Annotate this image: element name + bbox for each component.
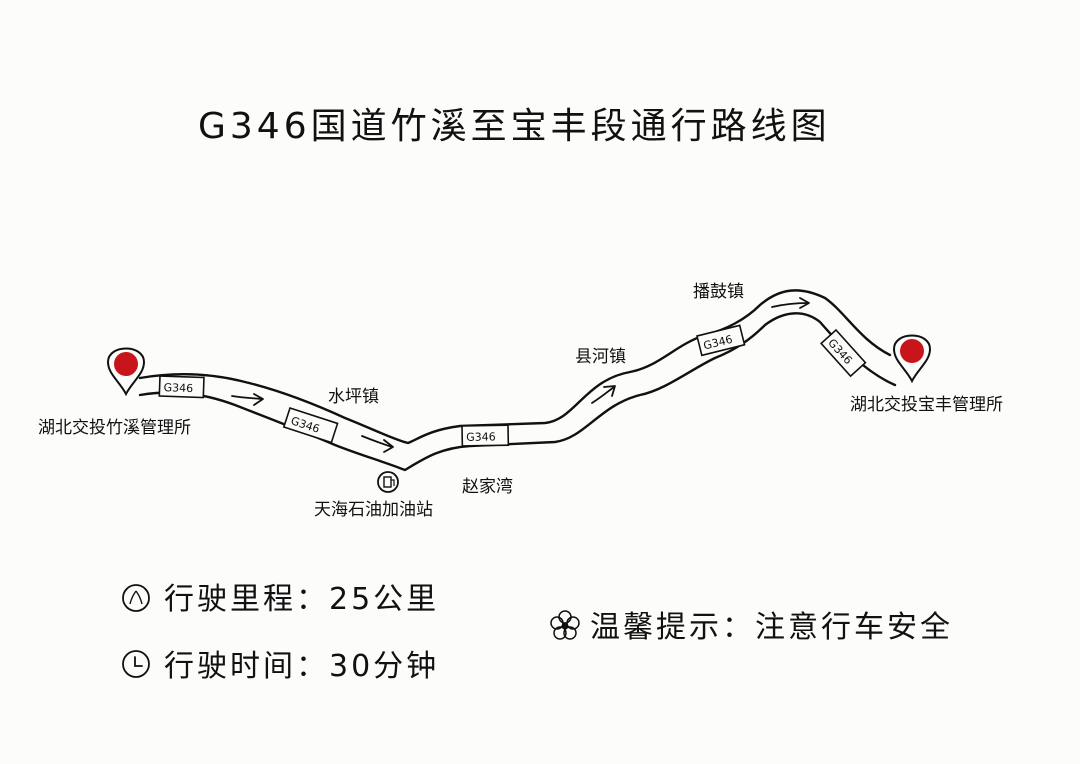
direction-arrow xyxy=(231,393,264,406)
place-label-shuiping: 水坪镇 xyxy=(328,387,379,407)
route-shield: G346 xyxy=(696,324,746,357)
route-shield: G346 xyxy=(282,406,339,444)
direction-arrow xyxy=(771,297,810,309)
info-tip: 温馨提示：注意行车安全 xyxy=(590,610,953,645)
clock-icon xyxy=(122,650,150,678)
place-label-xianhe: 县河镇 xyxy=(575,347,626,367)
gas-station-icon xyxy=(377,471,399,493)
route-shield: G346 xyxy=(820,328,867,378)
route-shield: G346 xyxy=(461,424,510,447)
road-edge-top xyxy=(138,289,892,445)
route-shield-label: G346 xyxy=(163,381,193,395)
info-time: 行驶时间：30分钟 xyxy=(164,649,439,684)
place-label-bogu: 播鼓镇 xyxy=(693,282,744,302)
place-label-start: 湖北交投竹溪管理所 xyxy=(38,418,191,438)
route-shield: G346 xyxy=(158,375,205,399)
place-label-zhaojiawan: 赵家湾 xyxy=(462,477,513,497)
direction-arrows xyxy=(231,297,810,453)
g346-road xyxy=(138,289,897,472)
map-title: G346国道竹溪至宝丰段通行路线图 xyxy=(198,106,831,147)
road-edge-bottom xyxy=(138,312,897,472)
end-pin-icon xyxy=(892,334,932,384)
info-distance: 行驶里程：25公里 xyxy=(164,582,439,617)
flower-icon xyxy=(550,610,580,640)
route-shields: G346 G346 G346 G346 G346 xyxy=(158,324,867,447)
start-pin-icon xyxy=(106,347,146,397)
direction-arrow xyxy=(591,385,616,404)
place-label-gas-station: 天海石油加油站 xyxy=(314,500,433,520)
place-label-end: 湖北交投宝丰管理所 xyxy=(850,395,1003,415)
route-shield-label: G346 xyxy=(466,430,496,444)
road-icon xyxy=(122,584,150,612)
direction-arrow xyxy=(361,435,394,453)
